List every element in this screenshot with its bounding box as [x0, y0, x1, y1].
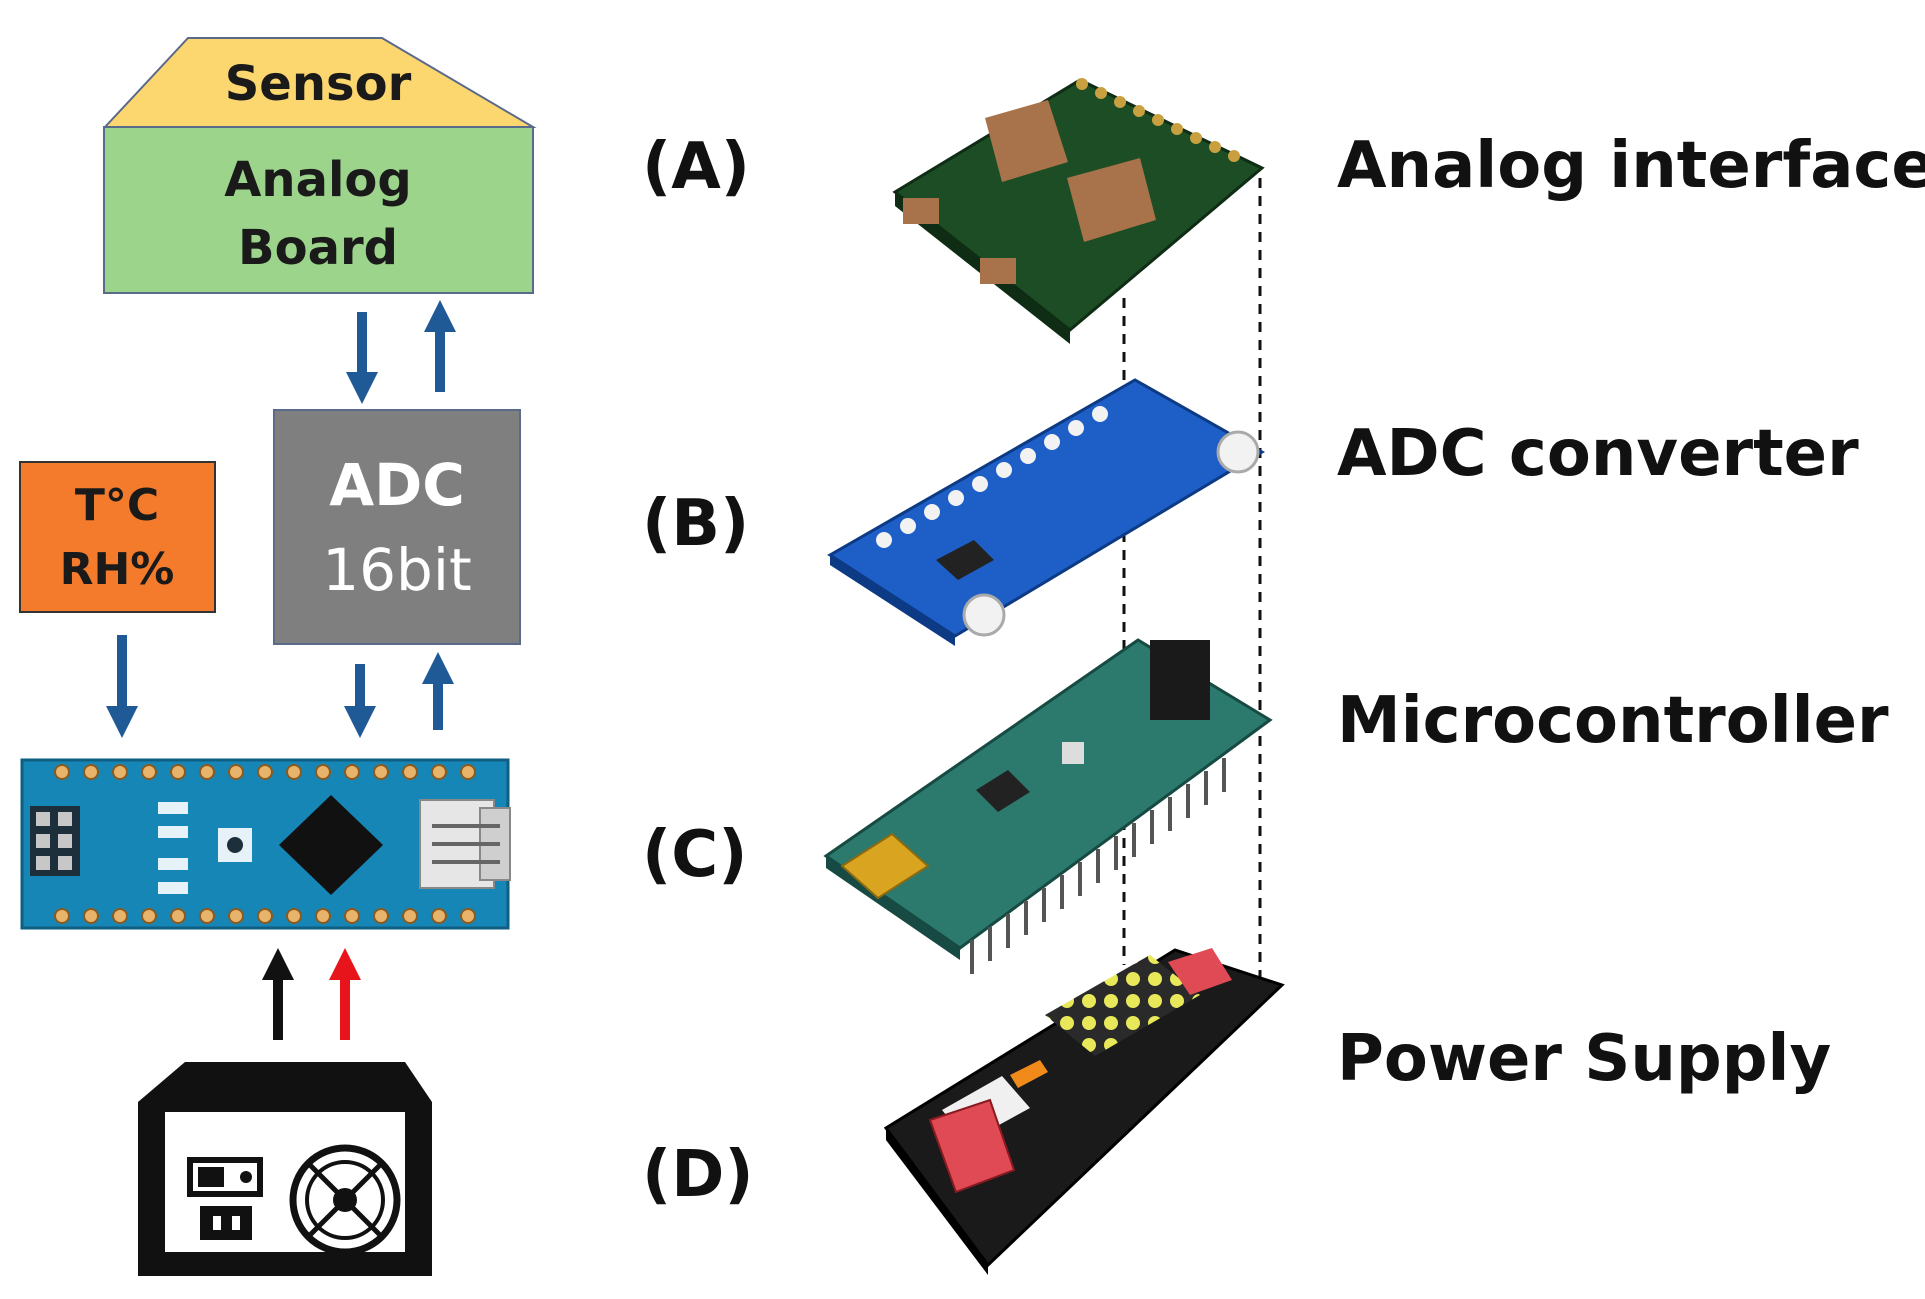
label-analog-interface: Analog interface — [1337, 129, 1925, 203]
adc-module-icon — [827, 378, 1265, 646]
analog-pcb-icon — [892, 78, 1265, 344]
pcb-pad — [1076, 78, 1088, 90]
header-pin — [54, 764, 70, 780]
pcb-pad — [1228, 150, 1240, 162]
pcb-pad — [1114, 96, 1126, 108]
header-pin — [402, 908, 418, 924]
header-pin — [141, 908, 157, 924]
label-microcontroller: Microcontroller — [1337, 684, 1889, 758]
header-pin — [170, 764, 186, 780]
header-pin — [315, 908, 331, 924]
rh-label: RH% — [60, 544, 175, 595]
module-pad — [1068, 420, 1084, 436]
pcb-pad — [1095, 87, 1107, 99]
letter-c: (C) — [642, 818, 747, 892]
header-pin — [141, 764, 157, 780]
module-pad — [1092, 406, 1108, 422]
header-pin — [286, 908, 302, 924]
adc-block — [273, 409, 521, 645]
header-pin — [344, 908, 360, 924]
module-pad — [924, 504, 940, 520]
letter-b: (B) — [642, 487, 749, 561]
header-pin — [344, 764, 360, 780]
analog-board-block — [103, 126, 534, 294]
letter-a: (A) — [642, 130, 750, 204]
module-pad — [1020, 448, 1036, 464]
header-pin — [257, 764, 273, 780]
sensor-label: Sensor — [225, 56, 412, 112]
power-supply-icon — [138, 1062, 432, 1276]
header-pin — [228, 908, 244, 924]
header-pin — [315, 764, 331, 780]
adc-label-1: ADC — [329, 451, 465, 519]
analog-board-label-2: Board — [238, 220, 398, 276]
module-pad — [948, 490, 964, 506]
header-pin — [112, 764, 128, 780]
pcb-pad — [1152, 114, 1164, 126]
header-pin — [402, 764, 418, 780]
module-pad — [972, 476, 988, 492]
header-pin — [373, 764, 389, 780]
letter-d: (D) — [642, 1138, 754, 1212]
module-pad — [1044, 434, 1060, 450]
psu-icon — [883, 948, 1285, 1275]
label-adc-converter: ADC converter — [1337, 417, 1859, 491]
pcb-pad — [1190, 132, 1202, 144]
header-pin — [54, 908, 70, 924]
header-pin — [460, 908, 476, 924]
header-pin — [373, 908, 389, 924]
header-pin — [228, 764, 244, 780]
header-pin — [286, 764, 302, 780]
header-pin — [83, 764, 99, 780]
adc-label-2: 16bit — [322, 536, 471, 604]
header-pin — [257, 908, 273, 924]
header-pin — [460, 764, 476, 780]
header-pin — [83, 908, 99, 924]
module-pad — [876, 532, 892, 548]
header-pin — [112, 908, 128, 924]
arduino-nano-icon — [20, 758, 511, 930]
nano-board-icon — [823, 638, 1273, 974]
pcb-pad — [1133, 105, 1145, 117]
label-power-supply: Power Supply — [1337, 1022, 1831, 1096]
header-pin — [199, 764, 215, 780]
temp-rh-block — [19, 461, 216, 613]
temp-label: T°C — [75, 480, 159, 531]
analog-board-label-1: Analog — [224, 152, 412, 208]
header-pin — [170, 908, 186, 924]
header-pin — [431, 764, 447, 780]
module-pad — [900, 518, 916, 534]
pcb-pad — [1209, 141, 1221, 153]
pcb-pad — [1171, 123, 1183, 135]
header-pin — [431, 908, 447, 924]
header-pin — [199, 908, 215, 924]
module-pad — [996, 462, 1012, 478]
